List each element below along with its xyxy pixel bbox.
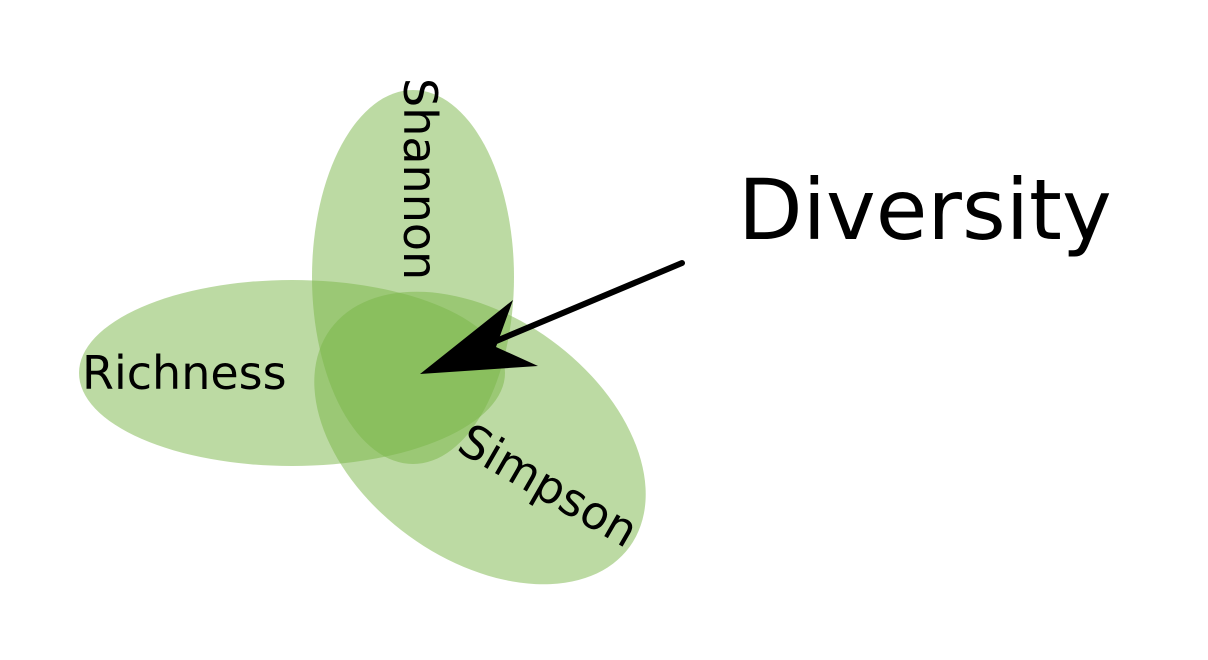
- shannon-label: Shannon: [393, 78, 447, 280]
- diversity-title: Diversity: [738, 161, 1112, 259]
- simpson-ellipse: [314, 291, 646, 585]
- diversity-arrow-head: [420, 300, 538, 374]
- diversity-arrow-shaft: [467, 260, 685, 355]
- richness-label: Richness: [82, 346, 287, 400]
